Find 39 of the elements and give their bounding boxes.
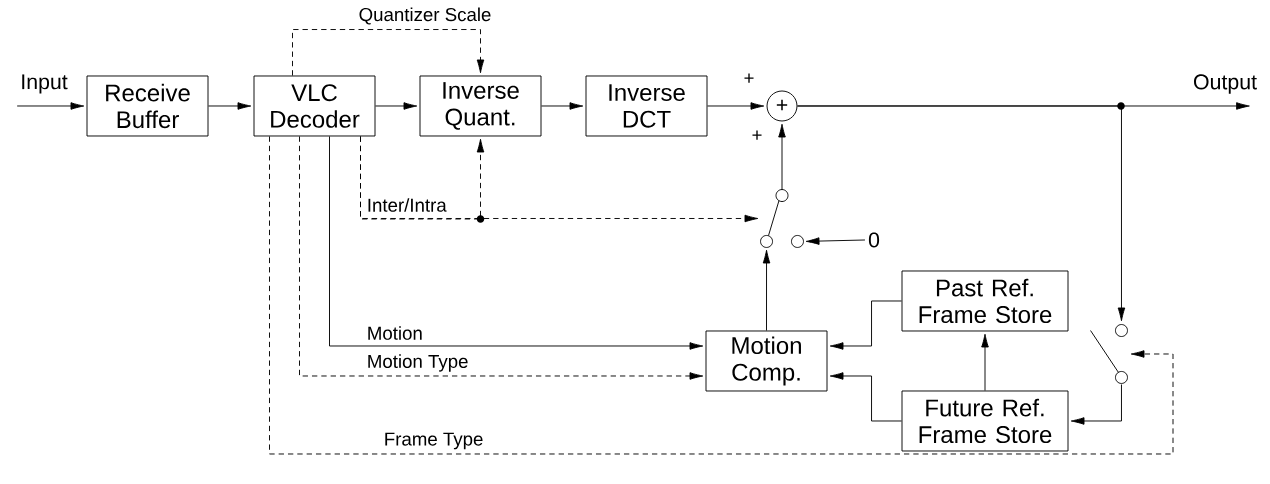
switch-symbol — [760, 189, 804, 248]
process-box: Inverse DCT — [585, 75, 708, 137]
arrow — [360, 136, 759, 223]
process-box: VLC Decoder — [253, 75, 376, 137]
switch-symbol — [1090, 324, 1128, 384]
arrow — [829, 300, 902, 350]
arrow — [805, 237, 866, 245]
arrow — [208, 102, 252, 110]
arrow — [269, 136, 1174, 455]
arrow — [292, 29, 485, 76]
process-box: Future Ref. Frame Store — [901, 390, 1069, 452]
sign-label: + — [752, 130, 762, 140]
process-box: Past Ref. Frame Store — [901, 270, 1069, 332]
arrow — [797, 105, 1126, 322]
arrow — [778, 123, 786, 190]
arrow — [360, 136, 485, 220]
arrow — [762, 249, 771, 331]
arrow — [707, 102, 765, 110]
edge-label: Quantizer Scale — [357, 6, 493, 26]
process-box: Inverse Quant. — [419, 75, 542, 137]
arrow — [829, 372, 902, 422]
arrow — [375, 102, 418, 110]
arrow — [329, 136, 704, 350]
arrow — [16, 102, 85, 110]
arrow — [1070, 384, 1122, 425]
edge-label: Motion Type — [365, 352, 470, 374]
signal-label: Input — [22, 74, 68, 94]
signal-label: Output — [1194, 74, 1257, 94]
edge-label: Motion — [365, 324, 425, 342]
process-box: Motion Comp. — [705, 330, 828, 392]
arrow — [541, 102, 584, 110]
arrow — [981, 333, 989, 391]
edge-label: Frame Type — [382, 431, 485, 451]
summing-junction: + — [766, 90, 798, 122]
process-box: Receive Buffer — [86, 75, 209, 137]
signal-label: 0 — [868, 232, 880, 248]
arrow — [299, 136, 704, 380]
sign-label: + — [744, 73, 754, 83]
edge-label: Inter/Intra — [365, 196, 449, 214]
